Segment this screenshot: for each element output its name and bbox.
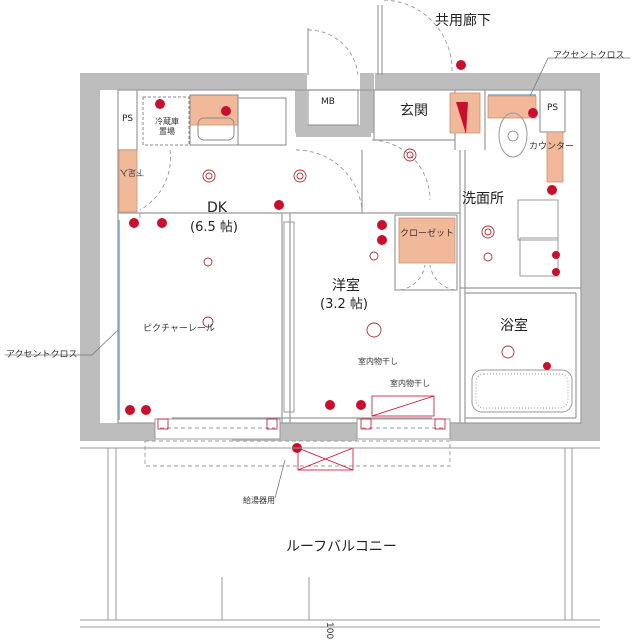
water-heater-label: 給湯器用 [243, 496, 275, 505]
entrance-label: 玄関 [400, 103, 428, 119]
kitchen-label: DK [207, 200, 227, 216]
inner-walls [117, 89, 582, 424]
bedroom-size: (3.2 帖) [320, 297, 368, 312]
ps-left-label: PS [122, 114, 134, 124]
storage-fills [118, 92, 564, 264]
balcony-label: ルーフバルコニー [286, 539, 397, 555]
kitchen-size: (6.5 帖) [190, 220, 238, 235]
closet-label: クローゼット [400, 229, 455, 239]
fridge-space-label: 冷蔵庫 置場 [155, 117, 179, 136]
walls [80, 73, 600, 441]
corridor-label: 共用廊下 [435, 13, 491, 29]
indoor-drying-label-1: 室内物干し [358, 357, 398, 366]
washroom-label: 洗面所 [462, 191, 504, 207]
indoor-drying-label-2: 室内物干し [390, 379, 430, 388]
mb-label: MB [321, 97, 335, 107]
dimension-label: 100 [324, 622, 334, 640]
picture-rail-label: ピクチャーレール [143, 324, 215, 334]
bathroom-label: 浴室 [500, 318, 528, 334]
accent-cloth-left-label: アクセントクロス [6, 350, 78, 360]
bedroom-label: 洋室 [332, 278, 360, 294]
counter-label: カウンター [529, 142, 575, 152]
shoe-storage-left-label: 下足入 [120, 168, 144, 177]
ps-right-label: PS [547, 103, 559, 113]
accent-cloth-top-label: アクセントクロス [553, 51, 625, 61]
shoe-storage-marker [456, 102, 468, 134]
